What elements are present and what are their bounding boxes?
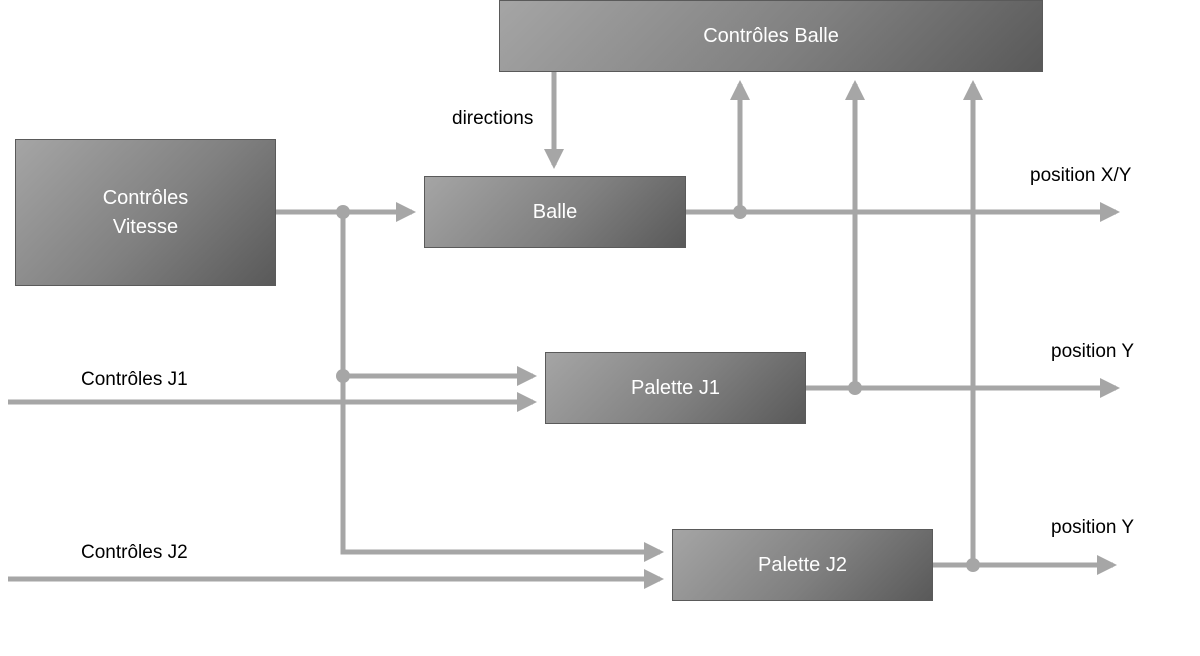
block-balle-label: Balle bbox=[532, 200, 578, 223]
junction-dot bbox=[336, 205, 350, 219]
label-position-xy: position X/Y bbox=[1030, 165, 1132, 186]
label-position-y-j2: position Y bbox=[1051, 517, 1135, 538]
label-controles-j2: Contrôles J2 bbox=[81, 542, 188, 563]
label-controles-j1: Contrôles J1 bbox=[81, 369, 188, 390]
junction-dot bbox=[336, 369, 350, 383]
block-controles-vitesse-label: Contrôles Vitesse bbox=[102, 186, 189, 238]
block-palette-j2-label: Palette J2 bbox=[758, 553, 847, 576]
block-controles-balle: Contrôles Balle bbox=[499, 0, 1043, 72]
wire-vitesse-bus bbox=[340, 212, 664, 562]
block-controles-vitesse: Contrôles Vitesse bbox=[15, 139, 276, 286]
block-palette-j1: Palette J1 bbox=[545, 352, 806, 424]
junction-dot bbox=[966, 558, 980, 572]
block-palette-j2: Palette J2 bbox=[672, 529, 933, 601]
label-directions: directions bbox=[452, 108, 534, 129]
block-palette-j1-label: Palette J1 bbox=[631, 376, 720, 399]
block-balle: Balle bbox=[424, 176, 686, 248]
junction-dot bbox=[733, 205, 747, 219]
block-controles-balle-label: Contrôles Balle bbox=[703, 24, 839, 47]
label-position-y-j1: position Y bbox=[1051, 341, 1135, 362]
junction-dot bbox=[848, 381, 862, 395]
